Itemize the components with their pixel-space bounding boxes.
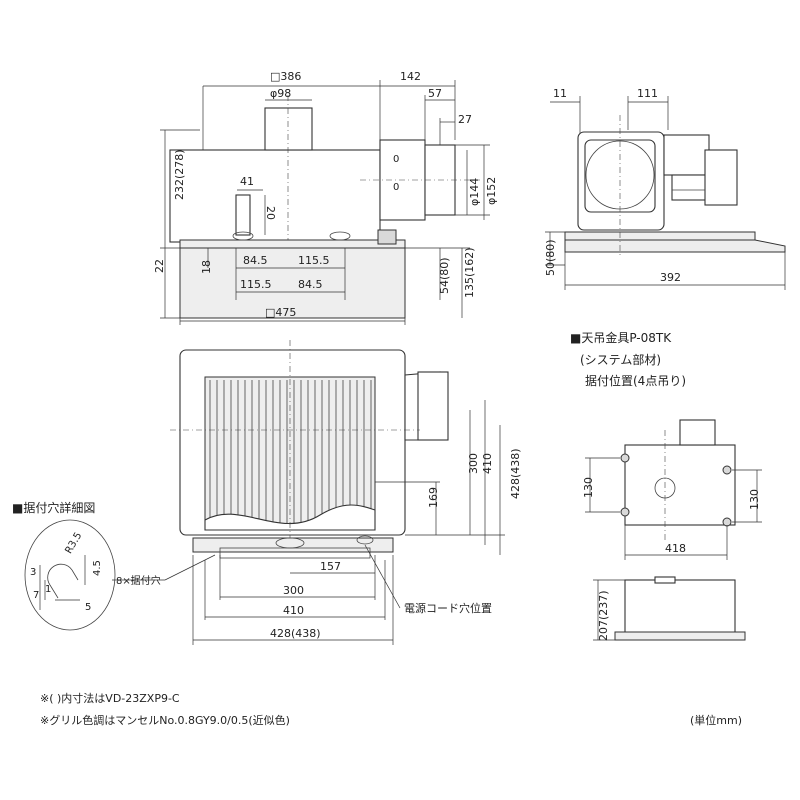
dim-157: 157 <box>320 560 341 573</box>
dim-3: 3 <box>30 567 36 578</box>
bracket-view: ■天吊金具P-08TK (システム部材) 据付位置(4点吊り) 130 130 … <box>570 330 762 641</box>
dim-5: 5 <box>85 602 91 613</box>
side-view: 11 111 50(80) 392 <box>544 87 786 290</box>
unit-label: (単位mm) <box>690 713 742 727</box>
dim-18: 18 <box>200 260 213 274</box>
dim-7: 7 <box>33 590 39 601</box>
dim-428-v: 428(438) <box>509 448 522 499</box>
dim-20: 20 <box>264 206 277 220</box>
louver-lines <box>209 380 372 523</box>
dim-475: □475 <box>265 306 296 319</box>
dim-41: 41 <box>240 175 254 188</box>
hole-detail-title: ■据付穴詳細図 <box>12 500 95 515</box>
dim-84-5-b: 84.5 <box>298 278 323 291</box>
dim-115-5-a: 115.5 <box>298 254 330 267</box>
dim-207: 207(237) <box>597 590 610 641</box>
dim-410-v: 410 <box>481 453 494 474</box>
note-2: ※グリル色調はマンセルNo.0.8GY9.0/0.5(近似色) <box>40 713 290 727</box>
bottom-view: 300 410 428(438) 169 157 300 410 428(438… <box>170 340 522 645</box>
dim-428-h: 428(438) <box>270 627 321 640</box>
dim-r3-5: R3.5 <box>63 531 84 556</box>
dim-phi152: φ152 <box>485 177 498 205</box>
dim-4-5: 4.5 <box>92 560 103 576</box>
dim-111: 111 <box>637 87 658 100</box>
dim-130-right: 130 <box>748 489 761 510</box>
dim-135: 135(162) <box>463 247 476 298</box>
bracket-title: ■天吊金具P-08TK <box>570 330 672 345</box>
dim-50: 50(80) <box>544 239 557 276</box>
cord-hole-label: 電源コード穴位置 <box>404 601 492 615</box>
dim-300-v: 300 <box>467 453 480 474</box>
notes: ※( )内寸法はVD-23ZXP9-C ※グリル色調はマンセルNo.0.8GY9… <box>40 691 742 727</box>
svg-text:0: 0 <box>393 182 399 193</box>
svg-text:0: 0 <box>393 154 399 165</box>
dim-22: 22 <box>153 259 166 273</box>
dim-232: 232(278) <box>173 149 186 200</box>
dim-115-5-b: 115.5 <box>240 278 272 291</box>
dim-1: 1 <box>45 584 51 595</box>
dim-11: 11 <box>553 87 567 100</box>
bracket-caption: 据付位置(4点吊り) <box>585 373 686 388</box>
dim-phi98: φ98 <box>270 87 291 100</box>
dim-57: 57 <box>428 87 442 100</box>
dim-418: 418 <box>665 542 686 555</box>
dim-130-left: 130 <box>582 477 595 498</box>
dim-phi144: φ144 <box>468 178 481 206</box>
dim-84-5-a: 84.5 <box>243 254 268 267</box>
dim-54: 54(80) <box>438 257 451 294</box>
dim-386: □386 <box>270 70 301 83</box>
dim-27: 27 <box>458 113 472 126</box>
dim-392: 392 <box>660 271 681 284</box>
front-view: 0 0 <box>153 70 498 325</box>
dim-169: 169 <box>427 487 440 508</box>
dim-300-h: 300 <box>283 584 304 597</box>
mount-hole-label: 8×据付穴 <box>116 574 161 587</box>
note-1: ※( )内寸法はVD-23ZXP9-C <box>40 691 180 705</box>
dim-142: 142 <box>400 70 421 83</box>
dim-410-h: 410 <box>283 604 304 617</box>
bracket-subtitle: (システム部材) <box>580 352 661 367</box>
